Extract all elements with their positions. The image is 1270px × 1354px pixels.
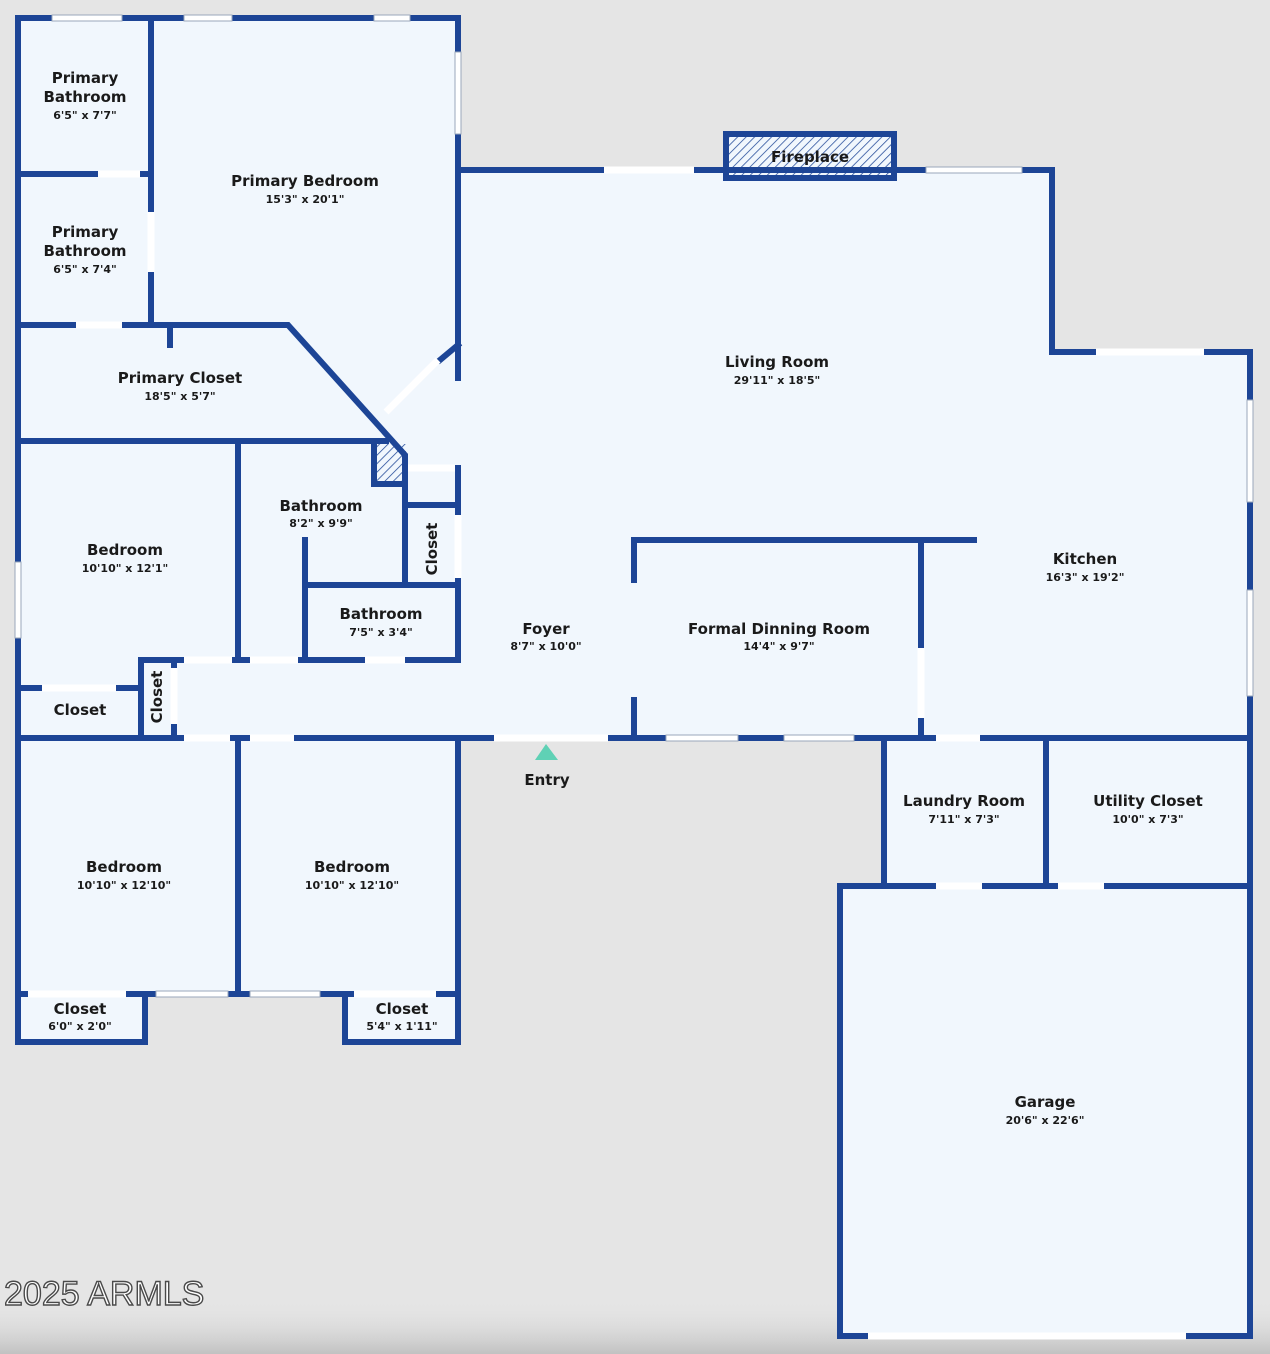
room-name: Closet — [423, 523, 441, 576]
door-openings — [28, 166, 1204, 1340]
room-name: Bedroom — [314, 858, 390, 876]
room-name: Fireplace — [771, 148, 849, 166]
room-dims: 16'3" x 19'2" — [1046, 571, 1125, 584]
room-name: Bathroom — [43, 88, 126, 106]
room-name: Bathroom — [279, 497, 362, 515]
room-dims: 6'5" x 7'7" — [53, 109, 117, 122]
room-dims: 10'10" x 12'10" — [77, 879, 171, 892]
room-dims: 8'7" x 10'0" — [510, 640, 581, 653]
room-name: Living Room — [725, 353, 829, 371]
room-dims: 15'3" x 20'1" — [266, 193, 345, 206]
room-name: Closet — [376, 1000, 429, 1018]
entry-marker-icon — [535, 744, 558, 760]
room-dims: 5'4" x 1'11" — [366, 1020, 437, 1033]
room-name: Primary — [52, 69, 119, 87]
floor-fill — [18, 18, 1250, 1336]
room-name: Closet — [54, 701, 107, 719]
room-dims: 8'2" x 9'9" — [289, 517, 353, 530]
room-name: Laundry Room — [903, 792, 1025, 810]
room-name: Primary Closet — [118, 369, 242, 387]
room-name: Bedroom — [86, 858, 162, 876]
room-name: Closet — [54, 1000, 107, 1018]
room-name: Bedroom — [87, 541, 163, 559]
room-dims: 20'6" x 22'6" — [1006, 1114, 1085, 1127]
room-labels: Primary Bathroom 6'5" x 7'7" Primary Bat… — [43, 69, 1202, 1127]
room-dims: 7'11" x 7'3" — [928, 813, 999, 826]
room-name: Foyer — [522, 620, 570, 638]
room-name: Bathroom — [339, 605, 422, 623]
room-dims: 6'0" x 2'0" — [48, 1020, 112, 1033]
room-dims: 10'10" x 12'10" — [305, 879, 399, 892]
room-dims: 6'5" x 7'4" — [53, 263, 117, 276]
windows — [14, 14, 1254, 998]
room-dims: 10'10" x 12'1" — [82, 562, 169, 575]
room-name: Garage — [1015, 1093, 1076, 1111]
room-name: Primary — [52, 223, 119, 241]
room-name: Primary Bedroom — [231, 172, 379, 190]
room-name: Kitchen — [1053, 550, 1117, 568]
room-name: Bathroom — [43, 242, 126, 260]
entry-label: Entry — [524, 771, 569, 789]
room-dims: 29'11" x 18'5" — [734, 374, 821, 387]
room-dims: 14'4" x 9'7" — [743, 640, 814, 653]
room-dims: 7'5" x 3'4" — [349, 626, 413, 639]
room-dims: 10'0" x 7'3" — [1112, 813, 1183, 826]
room-name: Closet — [148, 671, 166, 724]
room-name: Formal Dinning Room — [688, 620, 870, 638]
room-name: Utility Closet — [1093, 792, 1203, 810]
room-dims: 18'5" x 5'7" — [144, 390, 215, 403]
copyright-watermark: 2025 ARMLS — [4, 1275, 204, 1313]
